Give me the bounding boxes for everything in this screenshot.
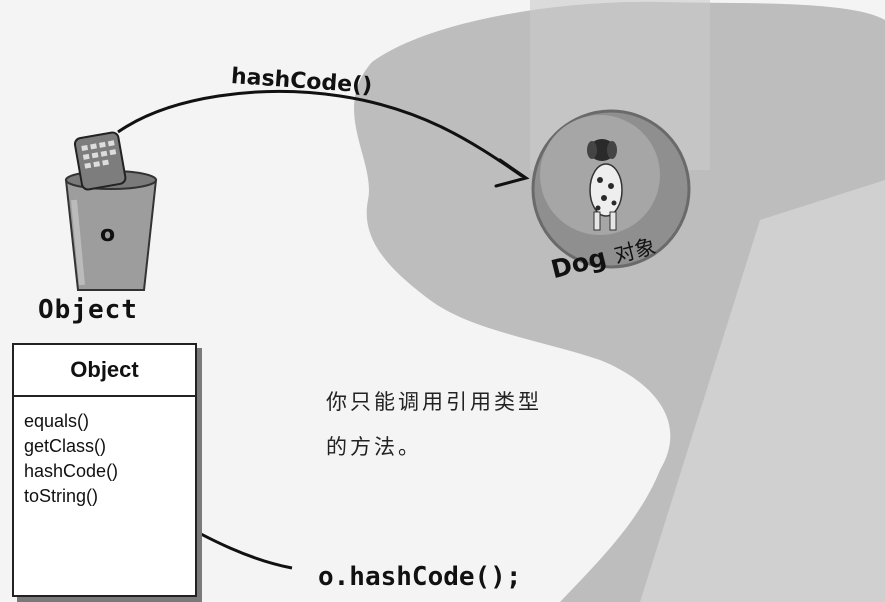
heap-light-band: [640, 180, 885, 602]
method-item: getClass(): [24, 436, 107, 456]
method-item: toString(): [24, 486, 99, 506]
object-class-box: Object equals() getClass() hashCode() to…: [12, 343, 197, 597]
class-box-title: Object: [14, 345, 195, 397]
class-method-list: equals() getClass() hashCode() toString(…: [14, 397, 195, 509]
method-item: hashCode(): [24, 461, 119, 481]
method-call-arrowhead: [494, 158, 530, 188]
note-line: 你只能调用引用类型: [326, 390, 542, 414]
method-call-arrow: [117, 90, 523, 178]
dog-icon: [587, 139, 623, 231]
reference-variable-name: o: [100, 222, 116, 247]
method-call-code: o.hashCode();: [318, 562, 522, 592]
note-line: 的方法。: [326, 435, 422, 459]
remote-control-icon: [73, 131, 127, 191]
method-item: equals(): [24, 411, 90, 431]
reference-type-label: Object: [38, 295, 138, 325]
explanation-note: 你只能调用引用类型 的方法。: [326, 380, 542, 470]
